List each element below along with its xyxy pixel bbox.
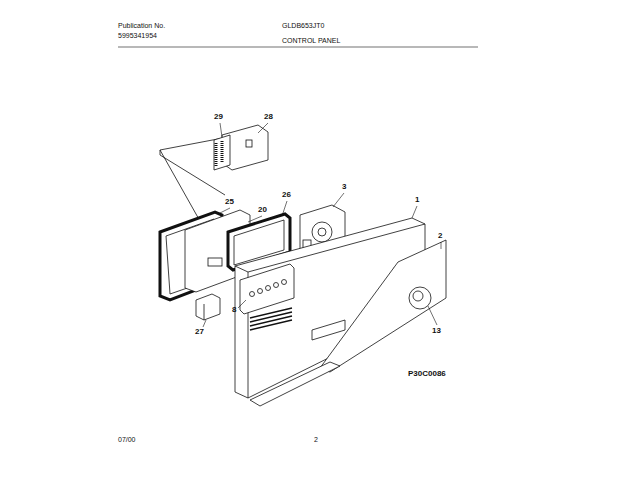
date-code: 07/00 [118,436,136,443]
page-title: CONTROL PANEL [282,37,340,44]
callout-number: 29 [214,113,223,121]
publication-label: Publication No. [118,22,165,29]
callout-number: 2 [438,232,442,240]
callout-number: 28 [264,113,273,121]
callout-number: 1 [415,196,419,204]
callout-number: 8 [232,306,236,314]
page-number: 2 [314,436,318,443]
callout-number: 27 [195,328,204,336]
callout-number: 20 [258,206,267,214]
publication-number: 5995341954 [118,32,157,39]
callout-number: 13 [432,327,441,335]
figure-code: P30C0086 [408,370,446,378]
callout-number: 3 [342,183,346,191]
callout-number: 25 [225,198,234,206]
model-number: GLDB653JT0 [282,22,324,29]
callout-number: 26 [282,191,291,199]
